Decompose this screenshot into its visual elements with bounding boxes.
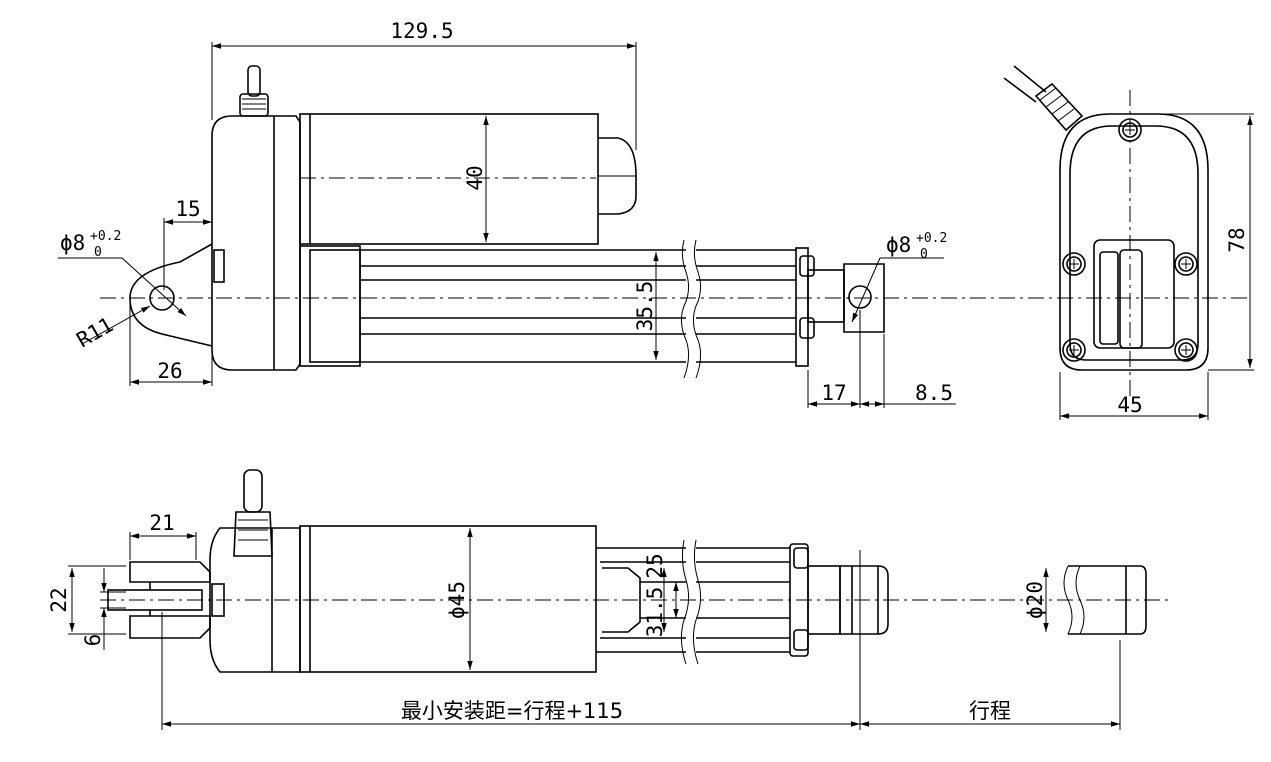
dim-front-hole-tol-lower: 0 — [920, 247, 928, 262]
dim-tube-a: 31.5 — [643, 587, 667, 638]
dim-tube-height: 35.5 — [633, 281, 657, 332]
dim-overall-length: 129.5 — [390, 19, 453, 43]
dim-rod-end-8-5: 8.5 — [915, 381, 953, 405]
dim-front-hole-tol-upper: +0.2 — [916, 231, 947, 246]
dim-end-view-width: 45 — [1117, 393, 1142, 417]
dim-rear-hole-tol-lower: 0 — [94, 245, 102, 260]
dim-radius: R11 — [73, 313, 118, 353]
dim-clevis-width: 26 — [157, 359, 182, 383]
label-min-mount-distance: 最小安装距=行程+115 — [401, 699, 623, 723]
dim-rear-hole-tol-upper: +0.2 — [90, 229, 121, 244]
dim-rod-end-17: 17 — [821, 381, 846, 405]
dim-rear-hole: ϕ8 — [60, 231, 85, 255]
dim-end-view-height: 78 — [1225, 227, 1249, 252]
side-view-top: 129.5 40 15 26 — [58, 19, 1250, 408]
dim-clevis-offset: 15 — [175, 197, 200, 221]
dim-fork-slot: 6 — [81, 634, 105, 647]
dim-fork-height: 22 — [47, 587, 71, 612]
dim-fork-width: 21 — [149, 511, 174, 535]
dim-tube-b: 25 — [643, 553, 667, 578]
end-view: 78 45 — [1003, 65, 1254, 420]
bottom-view: 21 22 6 ϕ45 31.5 25 — [47, 469, 1170, 730]
label-stroke: 行程 — [969, 699, 1011, 723]
dim-front-hole: ϕ8 — [886, 233, 911, 257]
